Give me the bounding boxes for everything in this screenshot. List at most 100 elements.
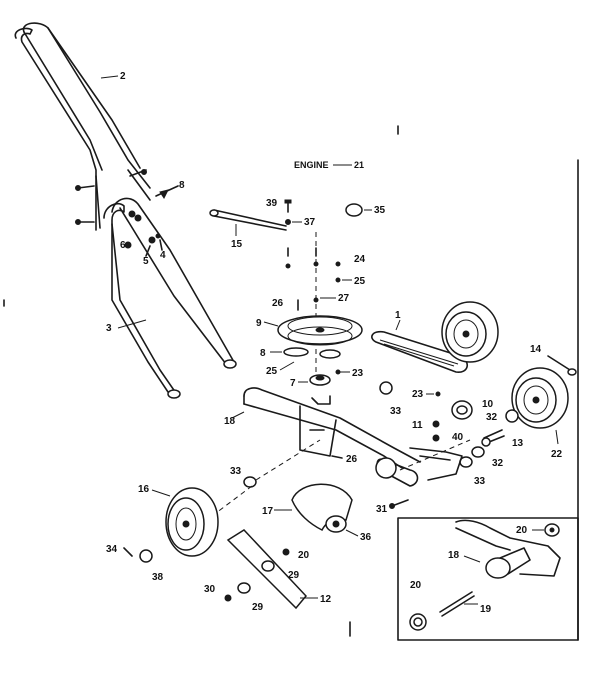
label-29b: 29 <box>252 602 264 613</box>
label-33b: 33 <box>474 476 486 487</box>
lower-handle <box>103 197 237 399</box>
handle-bolts <box>75 169 147 225</box>
leader-18 <box>231 411 245 419</box>
label-8: 8 <box>260 348 266 359</box>
label-31: 31 <box>376 504 388 515</box>
label-29a: 29 <box>288 570 300 581</box>
label-33a: 33 <box>390 406 402 417</box>
label-10: 10 <box>482 399 494 410</box>
bolt-26b <box>331 455 343 459</box>
label-34: 34 <box>106 544 118 555</box>
cap-35 <box>345 203 363 217</box>
label-3: 3 <box>106 323 112 334</box>
washer-32b <box>471 446 485 458</box>
leader-3 <box>117 319 147 329</box>
label-26a: 26 <box>272 298 284 309</box>
label-12: 12 <box>320 594 332 605</box>
bolt-39 <box>284 199 292 213</box>
label-37: 37 <box>304 217 316 228</box>
washer-32a <box>505 409 519 423</box>
leader-inset-18 <box>463 555 481 563</box>
leader-36 <box>345 529 359 537</box>
washer-29a <box>261 560 275 572</box>
wheel-22 <box>511 367 569 429</box>
drive-pulley <box>277 315 363 346</box>
bearing-10 <box>451 400 473 420</box>
label-17: 17 <box>262 506 274 517</box>
nut-20a <box>282 548 290 556</box>
spacer-7 <box>309 374 331 386</box>
label-inset-20b: 20 <box>516 525 528 536</box>
label-8-handle: 8 <box>179 180 185 191</box>
blade-guard <box>291 483 353 533</box>
label-36: 36 <box>360 532 372 543</box>
label-6: 6 <box>120 240 126 251</box>
fastener-group <box>285 247 341 311</box>
label-25b: 25 <box>266 366 278 377</box>
label-25a: 25 <box>354 276 366 287</box>
knob-and-bolts <box>124 210 163 257</box>
label-1: 1 <box>395 310 401 321</box>
label-23b: 23 <box>412 389 424 400</box>
leader-25b <box>279 361 295 371</box>
label-40: 40 <box>452 432 464 443</box>
label-35: 35 <box>374 205 386 216</box>
upper-handle <box>14 22 151 231</box>
label-23a: 23 <box>352 368 364 379</box>
label-11: 11 <box>412 420 423 431</box>
label-18: 18 <box>224 416 236 427</box>
wheel-16 <box>165 487 219 557</box>
label-5: 5 <box>143 256 149 267</box>
label-24: 24 <box>354 254 366 265</box>
label-4: 4 <box>160 250 166 261</box>
main-frame <box>243 387 463 487</box>
washer-33a <box>379 381 393 395</box>
nut-30 <box>224 594 232 602</box>
leader-1 <box>395 319 401 331</box>
label-27: 27 <box>338 293 350 304</box>
control-rod <box>209 209 287 231</box>
label-38: 38 <box>152 572 164 583</box>
washer-29b <box>237 582 251 594</box>
washer-23a <box>335 369 341 375</box>
upper-wheel <box>441 301 499 363</box>
label-39: 39 <box>266 198 278 209</box>
leader-22 <box>555 429 559 445</box>
inset-detail <box>397 517 579 641</box>
nut-11 <box>432 420 440 428</box>
label-26b: 26 <box>346 454 358 465</box>
label-inset-20a: 20 <box>410 580 422 591</box>
label-16: 16 <box>138 484 150 495</box>
label-13: 13 <box>512 438 524 449</box>
shaft-13 <box>481 429 505 447</box>
label-32a: 32 <box>486 412 498 423</box>
engine-number: 21 <box>354 160 364 170</box>
label-33c: 33 <box>230 466 242 477</box>
washer-33c <box>243 476 257 488</box>
bolt-31 <box>389 499 409 509</box>
label-inset-19: 19 <box>480 604 492 615</box>
label-9: 9 <box>256 318 262 329</box>
label-2: 2 <box>120 71 126 82</box>
label-inset-18: 18 <box>448 550 460 561</box>
washer-23b <box>435 391 441 397</box>
leader-2 <box>100 75 119 79</box>
spring-14 <box>547 355 577 376</box>
leader-9 <box>263 321 279 327</box>
axle-line-rear <box>399 439 471 471</box>
bracket-8 <box>155 185 179 199</box>
label-15: 15 <box>231 239 243 250</box>
label-22: 22 <box>551 449 563 460</box>
label-30: 30 <box>204 584 216 595</box>
plate-8 <box>283 347 341 359</box>
pin-34 <box>123 547 133 557</box>
washer-38 <box>139 549 153 563</box>
label-32b: 32 <box>492 458 504 469</box>
engine-label: ENGINE <box>294 160 329 170</box>
label-20a: 20 <box>298 550 310 561</box>
label-7: 7 <box>290 378 296 389</box>
washer-40 <box>432 434 440 442</box>
leader-16 <box>151 489 171 497</box>
pin-37 <box>285 219 291 225</box>
